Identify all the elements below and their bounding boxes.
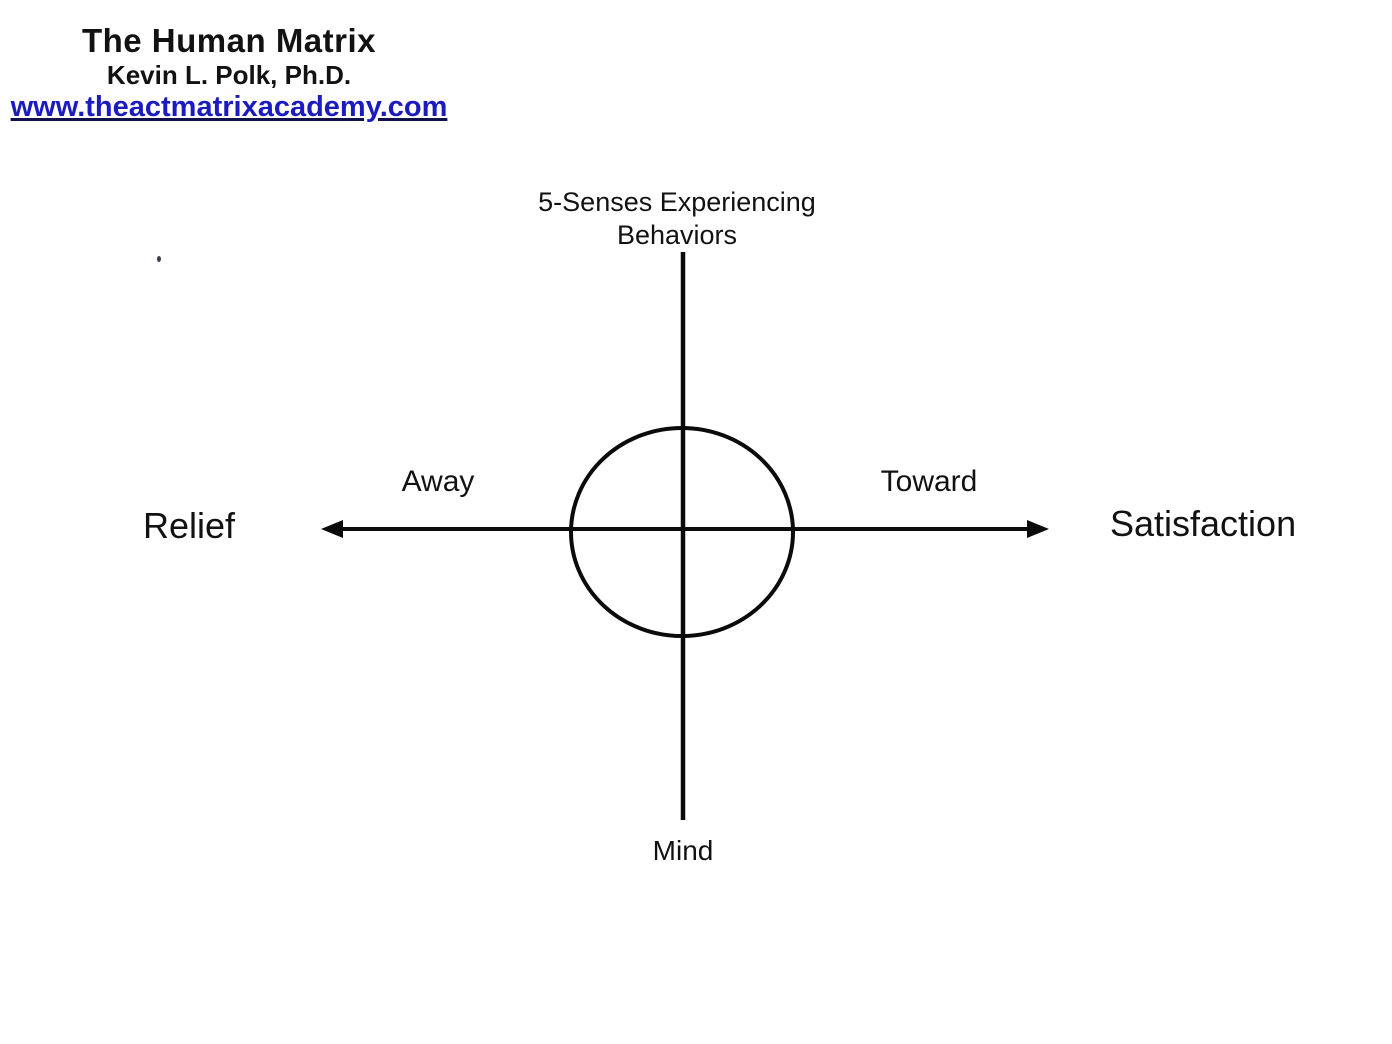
label-five-senses-line2: Behaviors [616, 220, 738, 250]
slide-header: The Human Matrix Kevin L. Polk, Ph.D. ww… [0, 22, 458, 124]
label-five-senses-line1: 5-Senses Experiencing [538, 187, 816, 217]
website-link[interactable]: www.theactmatrixacademy.com [10, 91, 448, 123]
label-toward: Toward [880, 465, 978, 498]
slide-title: The Human Matrix [81, 22, 377, 59]
author-name: Kevin L. Polk, Ph.D. [106, 60, 352, 90]
label-relief: Relief [143, 505, 236, 546]
stray-ink-mark [157, 256, 161, 262]
label-satisfaction: Satisfaction [1110, 503, 1297, 544]
label-away: Away [401, 465, 475, 498]
label-mind: Mind [652, 835, 714, 866]
left-arrowhead-icon [321, 520, 343, 538]
label-five-senses-behaviors: 5-Senses Experiencing Behaviors [538, 186, 816, 252]
center-circle [569, 426, 795, 638]
right-arrowhead-icon [1027, 520, 1049, 538]
